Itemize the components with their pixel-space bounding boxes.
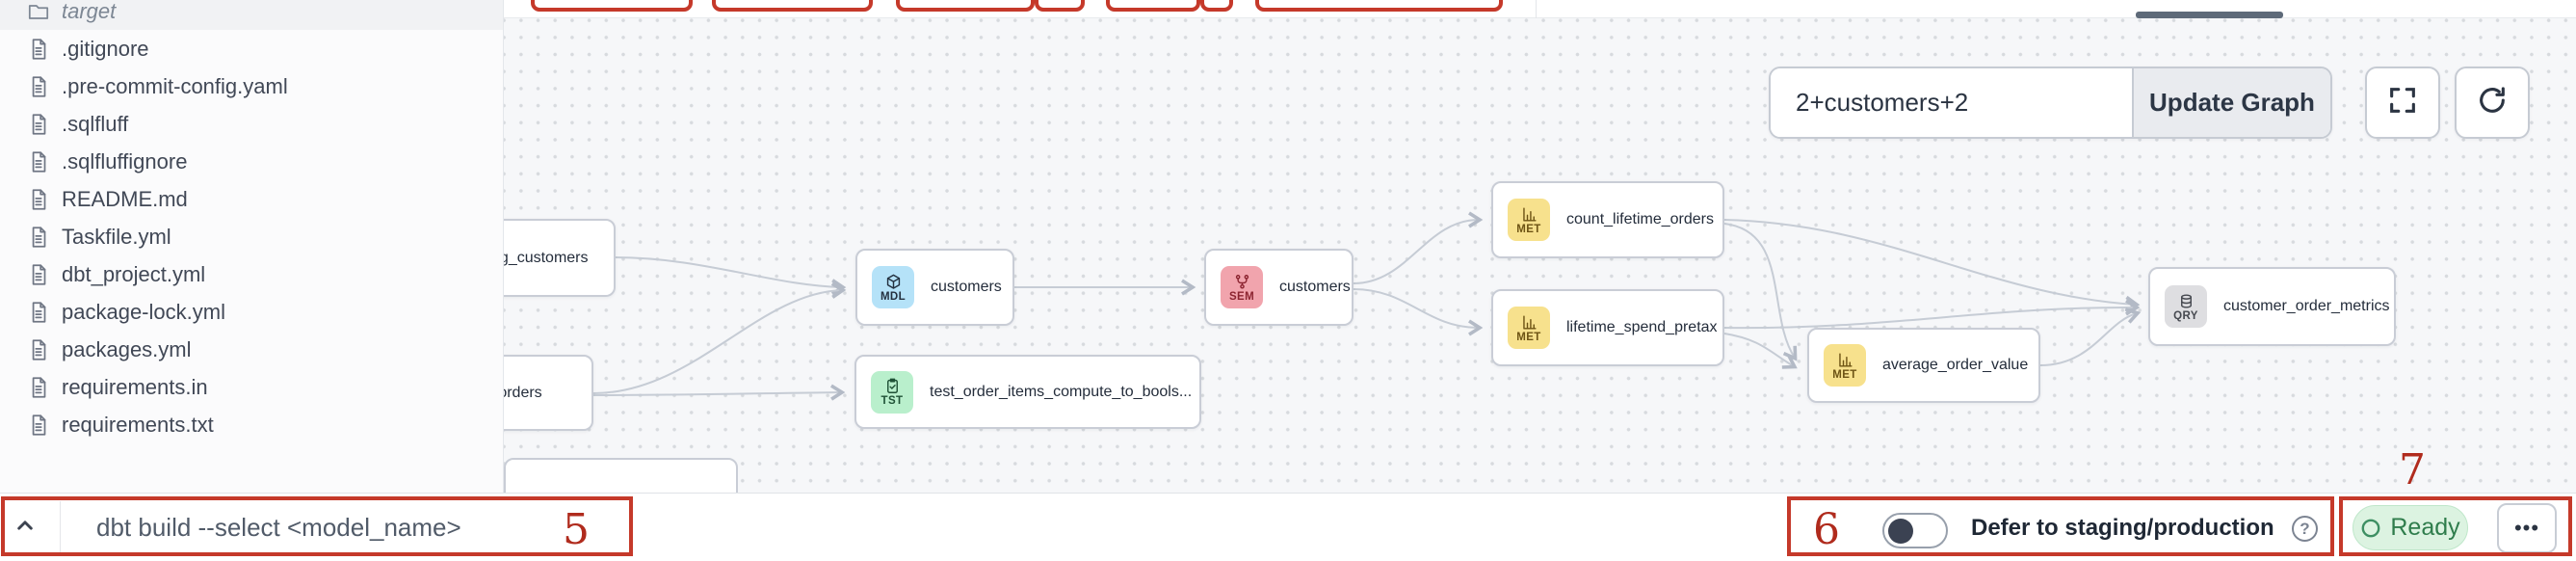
node-badge-code: TST [881,395,904,407]
node-badge-code: MET [1516,331,1541,343]
defer-label: Defer to staging/production [1971,514,2274,541]
folder-icon [26,0,51,24]
fullscreen-button[interactable] [2365,67,2440,139]
node-title: customers [1279,279,1351,295]
file-row--sqlfluff[interactable]: .sqlfluff [0,105,503,143]
selector-toolbar: Update Graph [1769,67,2332,139]
file-name: .pre-commit-config.yaml [62,73,288,98]
file-row-requirements-in[interactable]: requirements.in [0,368,503,406]
refresh-button[interactable] [2455,67,2530,139]
bar-chart-icon: MET [1508,307,1550,349]
node-title: average_order_value [1882,357,2029,373]
file-name: target [62,0,117,23]
file-icon [26,413,51,438]
node-badge-code: MET [1832,368,1857,381]
file-icon [26,74,51,99]
file-icon [26,225,51,250]
fullscreen-icon [2386,84,2419,121]
file-row--gitignore[interactable]: .gitignore [0,30,503,67]
file-icon [26,149,51,174]
file-name: .gitignore [62,36,149,61]
file-icon [26,262,51,287]
file-icon [26,300,51,325]
lineage-node-customers_model[interactable]: MDL customers [855,249,1014,326]
bar-chart-icon: MET [1508,199,1550,241]
file-row-package-lock-yml[interactable]: package-lock.yml [0,293,503,331]
file-icon [26,337,51,362]
top-tab-strip [504,0,2576,18]
file-name: dbt_project.yml [62,261,206,286]
file-row-readme-md[interactable]: README.md [0,180,503,218]
update-graph-button[interactable]: Update Graph [2132,68,2330,137]
bottom-bar: dbt build --select <model_name> Defer to… [0,493,2576,561]
toggle-knob [1888,518,1913,544]
file-name: .sqlfluff [62,111,129,136]
file-row--pre-commit-config-yaml[interactable]: .pre-commit-config.yaml [0,67,503,105]
collapse-panel-chevron[interactable] [11,511,39,540]
file-name: requirements.in [62,374,208,399]
node-title: lifetime_spend_pretax [1566,319,1718,335]
selector-input[interactable] [1771,68,2132,137]
chevron-up-icon [17,521,33,530]
node-title: count_lifetime_orders [1566,211,1714,227]
node-badge-code: MET [1516,223,1541,235]
file-row-dbt-project-yml[interactable]: dbt_project.yml [0,255,503,293]
cube-icon: MDL [872,266,914,308]
node-title: test_order_items_compute_to_bools... [930,383,1193,400]
status-circle-icon [2361,519,2380,537]
lineage-node-test_order_items[interactable]: TST test_order_items_compute_to_bools... [854,355,1201,429]
branch-icon: SEM [1221,266,1263,308]
file-row-target[interactable]: target [0,0,503,30]
file-icon [26,187,51,212]
file-name: requirements.txt [62,412,214,437]
strip-divider [1536,0,1537,18]
more-options-button[interactable]: ••• [2497,503,2557,553]
file-row-requirements-txt[interactable]: requirements.txt [0,406,503,443]
node-badge-code: QRY [2173,309,2198,322]
file-row-taskfile-yml[interactable]: Taskfile.yml [0,218,503,255]
file-icon [26,112,51,137]
status-label: Ready [2390,514,2460,541]
file-row-packages-yml[interactable]: packages.yml [0,331,503,368]
file-name: .sqlfluffignore [62,148,188,174]
lineage-node-average_order_value[interactable]: MET average_order_value [1807,328,2040,403]
file-icon [26,375,51,400]
bar-divider [60,501,61,555]
file-name: README.md [62,186,188,211]
lineage-node-lifetime_spend_pretax[interactable]: MET lifetime_spend_pretax [1491,289,1724,366]
lineage-node-customers_semantic[interactable]: SEM customers [1204,249,1354,326]
status-badge[interactable]: Ready [2353,505,2468,550]
help-icon[interactable]: ? [2292,516,2318,542]
lineage-node-customer_order_metrics[interactable]: QRY customer_order_metrics [2148,267,2396,346]
node-title: orders [498,384,542,401]
file-name: packages.yml [62,336,192,361]
file-name: Taskfile.yml [62,224,171,249]
node-badge-code: MDL [880,290,907,303]
node-badge-code: SEM [1228,290,1255,303]
refresh-icon [2476,84,2509,121]
clipboard-check-icon: TST [871,370,913,414]
node-title: customers [931,279,1002,295]
lineage-node-count_lifetime_orders[interactable]: MET count_lifetime_orders [1491,181,1724,258]
bar-chart-icon: MET [1824,344,1866,387]
active-tab-underline [2136,12,2283,18]
defer-toggle[interactable] [1882,513,1948,548]
file-name: package-lock.yml [62,299,225,324]
file-icon [26,37,51,62]
file-row--sqlfluffignore[interactable]: .sqlfluffignore [0,143,503,180]
database-icon: QRY [2165,285,2207,328]
file-explorer-panel: target .gitignore .pre-commit-config.yaml.… [0,0,504,493]
node-title: stg_customers [487,249,589,266]
node-title: customer_order_metrics [2223,298,2390,314]
command-input[interactable]: dbt build --select <model_name> [96,513,461,542]
